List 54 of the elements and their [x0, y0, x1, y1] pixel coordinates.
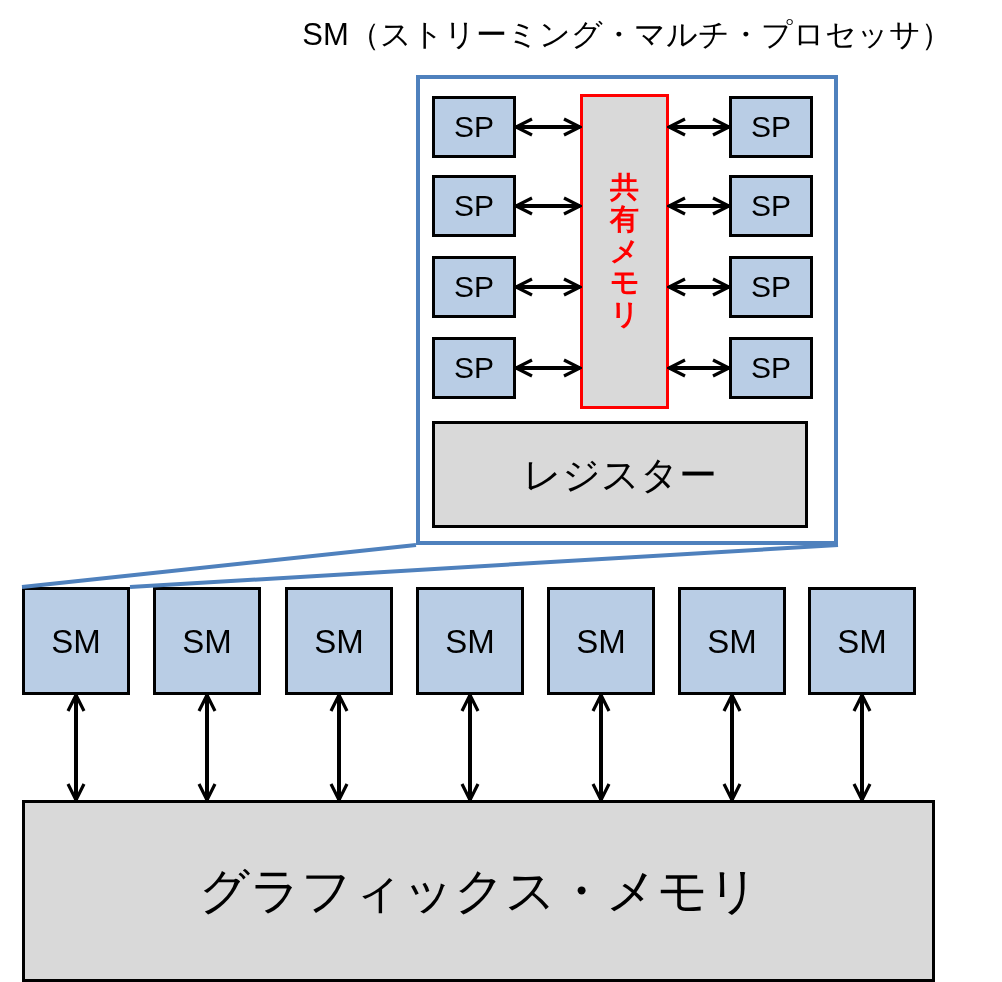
register-label: レジスター: [523, 455, 717, 494]
double-arrow: [197, 693, 217, 802]
register-box: [432, 421, 808, 528]
processor-label: SP: [751, 272, 791, 302]
processor-box: [729, 256, 813, 318]
double-arrow: [514, 277, 582, 297]
processor-box: [729, 96, 813, 158]
processor-box: [729, 175, 813, 237]
double-arrow: [514, 196, 582, 216]
multiprocessor-label: SM: [182, 624, 232, 658]
double-arrow: [667, 358, 731, 378]
multiprocessor-label: SM: [837, 624, 887, 658]
multiprocessor-label: SM: [445, 624, 495, 658]
zoom-line: [129, 543, 839, 589]
processor-label: SP: [454, 353, 494, 383]
multiprocessor-box: [547, 587, 655, 695]
double-arrow: [852, 693, 872, 802]
processor-box: [432, 96, 516, 158]
multiprocessor-label: SM: [707, 624, 757, 658]
zoom-line: [21, 543, 417, 589]
multiprocessor-label: SM: [576, 624, 626, 658]
processor-label: SP: [454, 112, 494, 142]
multiprocessor-label: SM: [314, 624, 364, 658]
multiprocessor-box: [22, 587, 130, 695]
double-arrow: [591, 693, 611, 802]
multiprocessor-box: [416, 587, 524, 695]
double-arrow: [667, 277, 731, 297]
multiprocessor-label: SM: [51, 624, 101, 658]
double-arrow: [722, 693, 742, 802]
multiprocessor-box: [678, 587, 786, 695]
processor-label: SP: [454, 272, 494, 302]
panel-heading: SM（ストリーミング・マルチ・プロセッサ）: [302, 19, 952, 50]
processor-label: SP: [751, 353, 791, 383]
processor-box: [432, 256, 516, 318]
double-arrow: [667, 117, 731, 137]
graphics-memory-box: [22, 800, 935, 982]
multiprocessor-box: [153, 587, 261, 695]
double-arrow: [66, 693, 86, 802]
double-arrow: [667, 196, 731, 216]
processor-label: SP: [751, 112, 791, 142]
shared-memory-label: 共有メモリ: [610, 171, 639, 332]
processor-box: [729, 337, 813, 399]
double-arrow: [329, 693, 349, 802]
double-arrow: [514, 117, 582, 137]
processor-box: [432, 337, 516, 399]
processor-box: [432, 175, 516, 237]
processor-label: SP: [751, 191, 791, 221]
double-arrow: [514, 358, 582, 378]
processor-label: SP: [454, 191, 494, 221]
shared-memory-box: [580, 94, 669, 409]
multiprocessor-box: [808, 587, 916, 695]
graphics-memory-label: グラフィックス・メモリ: [198, 866, 759, 916]
double-arrow: [460, 693, 480, 802]
multiprocessor-box: [285, 587, 393, 695]
